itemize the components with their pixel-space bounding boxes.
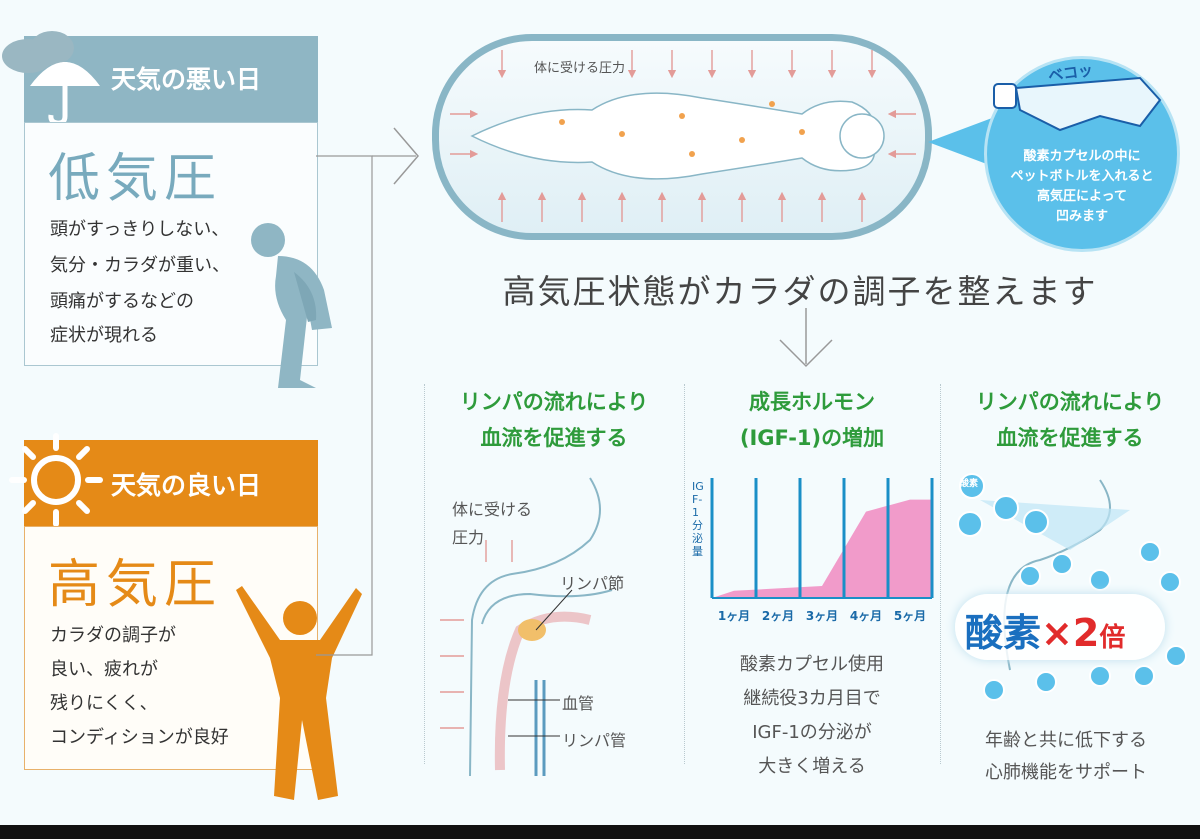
low-pressure-title: 低気圧 <box>48 149 223 209</box>
igf-axis-label: IGF-1分泌量 <box>692 480 704 558</box>
bubble-line-2: ペットボトルを入れると <box>1010 169 1154 184</box>
low-line-1: 頭がすっきりしない、 <box>50 219 230 240</box>
col2-caption-4: 大きく増える <box>758 756 866 777</box>
col2-title-2: (IGF-1)の増加 <box>739 426 885 450</box>
oxygen-double-badge: 酸素×2倍 <box>955 594 1165 660</box>
bubble-line-1: 酸素カプセルの中に <box>1023 149 1141 164</box>
igf-tick-label: 3ヶ月 <box>806 609 838 623</box>
down-arrow-icon <box>779 308 833 368</box>
bad-weather-label: 天気の悪い日 <box>111 65 262 94</box>
capsule-pressure-label: 体に受ける圧力 <box>534 61 626 76</box>
col2-caption-3: IGF-1の分泌が <box>752 722 872 743</box>
oxygen-word: 酸素 <box>965 611 1042 655</box>
column-divider-3 <box>940 384 941 764</box>
good-weather-label: 天気の良い日 <box>111 471 262 500</box>
high-line-1: カラダの調子が <box>50 625 176 646</box>
main-headline: 高気圧状態がカラダの調子を整えます <box>502 272 1098 311</box>
col2-caption-2: 継続役3カ月目で <box>743 688 881 709</box>
bubble-line-4: 凹みます <box>1055 209 1108 224</box>
lymph-node-label: リンパ節 <box>560 574 625 593</box>
capsule-interior <box>450 50 916 222</box>
bottom-bar <box>0 825 1200 839</box>
col1-pressure-2: 圧力 <box>452 528 485 547</box>
high-line-2: 良い、疲れが <box>50 659 158 680</box>
col3-title-1: リンパの流れにより <box>975 390 1165 414</box>
low-line-3: 頭痛がするなどの <box>50 291 194 312</box>
col3-caption-2: 心肺機能をサポート <box>985 762 1147 783</box>
column-divider-2 <box>684 384 685 764</box>
bubble-line-3: 高気圧によって <box>1037 189 1127 204</box>
col1-title-1: リンパの流れにより <box>459 390 649 414</box>
o2-bubble-label: 酸素 <box>960 479 979 489</box>
good-weather-header: 天気の良い日 <box>9 433 318 527</box>
igf-area <box>712 499 932 598</box>
igf-tick-label: 1ヶ月 <box>718 609 750 623</box>
igf-tick-label: 2ヶ月 <box>762 609 794 623</box>
oxygen-bubbles-illustration <box>957 473 1187 701</box>
lymph-vessel-label: リンパ管 <box>562 731 627 750</box>
igf-tick-label: 5ヶ月 <box>894 609 926 623</box>
callout-pointer <box>928 118 992 166</box>
low-line-2: 気分・カラダが重い、 <box>50 255 230 276</box>
high-line-3: 残りにくく、 <box>50 693 158 714</box>
col2-title-1: 成長ホルモン <box>749 390 875 414</box>
factor-unit: 倍 <box>1099 623 1126 653</box>
column-divider-1 <box>424 384 425 764</box>
oxygen-multiplier: 酸素×2倍 <box>965 602 1125 657</box>
tired-person-icon <box>251 223 332 388</box>
col3-title-2: 血流を促進する <box>996 426 1144 450</box>
high-line-4: コンディションが良好 <box>50 727 229 748</box>
col1-pressure-1: 体に受ける <box>452 500 533 519</box>
times-sign: × <box>1041 611 1073 655</box>
col3-caption-1: 年齢と共に低下する <box>985 730 1147 751</box>
low-line-4: 症状が現れる <box>50 325 158 346</box>
cloud-umbrella-icon <box>2 31 100 124</box>
igf-chart: 1ヶ月 2ヶ月 3ヶ月 4ヶ月 5ヶ月 <box>710 478 934 623</box>
col2-caption-1: 酸素カプセル使用 <box>740 654 884 675</box>
cheering-person-icon <box>236 586 362 800</box>
col1-title-2: 血流を促進する <box>480 426 628 450</box>
lymph-neck-illustration <box>440 477 613 777</box>
factor-number: 2 <box>1072 611 1100 655</box>
bottle-icon <box>993 76 1162 132</box>
bad-weather-header: 天気の悪い日 <box>2 31 318 124</box>
connector-lines <box>316 127 419 656</box>
sun-icon <box>9 433 103 527</box>
blood-vessel-label: 血管 <box>562 694 595 713</box>
high-pressure-title: 高気圧 <box>48 555 223 615</box>
igf-tick-label: 4ヶ月 <box>850 609 882 623</box>
